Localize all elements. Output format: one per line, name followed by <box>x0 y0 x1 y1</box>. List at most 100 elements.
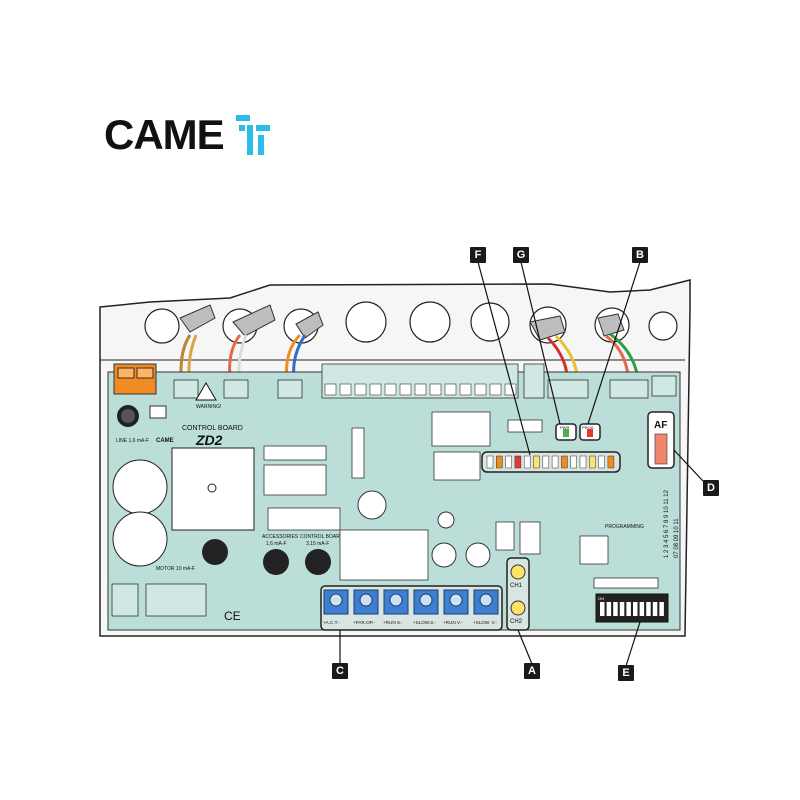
dip-toggle[interactable] <box>626 602 631 616</box>
led-indicator <box>523 455 531 469</box>
accessories-fuse-value: 1,6 mA-F <box>266 541 287 547</box>
dip-toggle[interactable] <box>619 602 625 616</box>
trimmer-knob[interactable] <box>389 593 403 607</box>
ch1-button[interactable] <box>510 564 526 580</box>
led-indicator <box>505 455 512 469</box>
terminal-slot <box>369 383 382 396</box>
capacitor <box>112 459 168 515</box>
capacitor <box>112 511 168 567</box>
terminal-slot <box>444 383 457 396</box>
line-fuse-label: LINE 1,6 mA-F <box>116 438 149 444</box>
accessories-fuse <box>263 549 289 575</box>
ch2-button[interactable] <box>510 600 526 616</box>
led-dots <box>486 455 615 469</box>
ch1-label: CH1 <box>510 583 523 589</box>
led-indicator <box>561 455 568 469</box>
pwr-label: PWR <box>560 425 569 430</box>
callout-b: B <box>632 247 648 263</box>
terminal-slot <box>474 383 487 396</box>
terminal-slot <box>489 383 502 396</box>
terminal-slot <box>339 383 352 396</box>
came-t-icon <box>235 115 270 155</box>
dip-toggle[interactable] <box>613 602 618 616</box>
control-board-fuse-value: 3,15 mA-F <box>306 541 329 547</box>
trimmers: +A.C.T.- +PAR.OP.- +RUN S.- +SLOW.S.- +RUN V… <box>323 589 499 625</box>
led-indicator <box>542 455 550 469</box>
cable-sleeves <box>179 304 625 341</box>
terminal-slot <box>384 383 397 396</box>
programming-label: PROGRAMMING <box>605 524 644 530</box>
chips <box>263 411 659 589</box>
af-label: AF <box>654 420 667 431</box>
trimmer-knob[interactable] <box>359 593 373 607</box>
capacitor-small <box>465 542 491 568</box>
led-indicator <box>514 455 522 469</box>
trimmer-label: +SLOW. V.- <box>473 620 497 625</box>
transformer <box>171 447 255 531</box>
dip-toggle[interactable] <box>652 602 658 616</box>
ch2-label: CH2 <box>510 619 523 625</box>
led-indicator <box>496 455 503 469</box>
board-model: ZD2 <box>195 432 223 448</box>
terminal-slots <box>324 383 517 396</box>
dip-toggle[interactable] <box>606 602 612 616</box>
led-indicator <box>607 455 615 469</box>
led-indicator <box>551 455 559 469</box>
terminal-strip-bottom <box>111 583 207 617</box>
terminal-slot <box>324 383 337 396</box>
led-indicator <box>589 455 596 469</box>
line-terminal <box>113 363 157 395</box>
trimmer-label: +PAR.OP.- <box>353 620 375 625</box>
board-brand: CAME <box>156 438 174 444</box>
dip-numbers-top: 1 2 3 4 5 6 7 8 9 10 11 12 <box>664 489 670 558</box>
led-indicator <box>579 455 587 469</box>
callout-f: F <box>470 247 486 263</box>
terminal-slot <box>459 383 472 396</box>
warning-label: WARNING! <box>196 404 221 410</box>
warning-icon <box>195 382 217 401</box>
dip-toggle[interactable] <box>659 602 664 616</box>
callout-a: A <box>524 663 540 679</box>
control-board-fuse <box>305 549 331 575</box>
terminal-slot <box>504 383 517 396</box>
terminal-slot <box>414 383 427 396</box>
dip-numbers-bottom: 07 08 09 10 11 <box>674 518 680 558</box>
motor-fuse-label: MOTOR 10 mA-F <box>156 566 195 572</box>
callout-d: D <box>703 480 719 496</box>
control-board-fuse-title: CONTROL BOARD <box>300 534 344 540</box>
capacitor-small <box>437 511 455 529</box>
prog-label: PROG <box>582 425 594 430</box>
dip-toggle[interactable] <box>633 602 638 616</box>
callout-c: C <box>332 663 348 679</box>
terminal-slot <box>354 383 367 396</box>
logo-text: CAME <box>104 111 225 158</box>
callout-e: E <box>618 665 634 681</box>
dip-toggle[interactable] <box>639 602 645 616</box>
ce-mark: CE <box>224 609 241 623</box>
led-indicator <box>598 455 605 469</box>
terminal-slot <box>399 383 412 396</box>
motor-fuse <box>202 539 228 565</box>
trimmer-label: +RUN V.- <box>443 620 463 625</box>
trimmer-label: +SLOW.S.- <box>413 620 437 625</box>
trimmer-label: +RUN S.- <box>383 620 403 625</box>
leader-lines <box>339 261 704 667</box>
relay <box>357 490 387 520</box>
trimmer-knob[interactable] <box>449 593 463 607</box>
terminal-slot <box>429 383 442 396</box>
board-label: CONTROL BOARD <box>182 425 243 432</box>
led-indicator <box>533 455 540 469</box>
trimmer-knob[interactable] <box>329 593 343 607</box>
led-indicator <box>570 455 577 469</box>
dip-toggles <box>600 602 664 616</box>
trimmer-label: +A.C.T.- <box>323 620 340 625</box>
dip-toggle[interactable] <box>646 602 651 616</box>
callout-g: G <box>513 247 529 263</box>
came-logo: CAME <box>104 110 270 160</box>
led-indicator <box>486 455 494 469</box>
trimmer-knob[interactable] <box>419 593 433 607</box>
capacitor-small <box>431 542 457 568</box>
dip-toggle[interactable] <box>600 602 605 616</box>
trimmer-knob[interactable] <box>479 593 493 607</box>
